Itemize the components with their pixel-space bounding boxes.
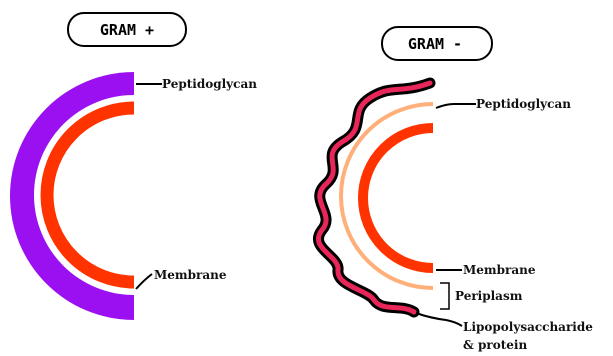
gram-positive-membrane — [47, 108, 134, 282]
gram-positive-title: GRAM + — [100, 21, 154, 39]
gram-negative-periplasm-label: Periplasm — [455, 289, 523, 303]
gram-negative-membrane — [363, 128, 433, 268]
gram-positive-panel: GRAM + Peptidoglycan Membrane — [10, 13, 257, 320]
gram-negative-outer-membrane-outline — [318, 83, 430, 312]
periplasm-bracket — [440, 283, 449, 309]
gram-negative-title: GRAM - — [408, 35, 462, 53]
gram-positive-peptidoglycan-label: Peptidoglycan — [162, 77, 257, 91]
gram-positive-membrane-label: Membrane — [154, 268, 227, 282]
gram-negative-panel: GRAM - Peptidoglycan Membrane Periplasm … — [318, 27, 593, 352]
gram-negative-lps-leader — [416, 313, 462, 326]
gram-negative-lps-label-line2: & protein — [463, 338, 527, 352]
gram-negative-membrane-label: Membrane — [463, 263, 536, 277]
gram-negative-peptidoglycan-label: Peptidoglycan — [476, 97, 571, 111]
gram-negative-peptidoglycan-leader — [436, 104, 476, 108]
gram-negative-lps-label-line1: Lipopolysaccharide — [463, 320, 593, 334]
gram-positive-membrane-leader — [136, 274, 152, 289]
